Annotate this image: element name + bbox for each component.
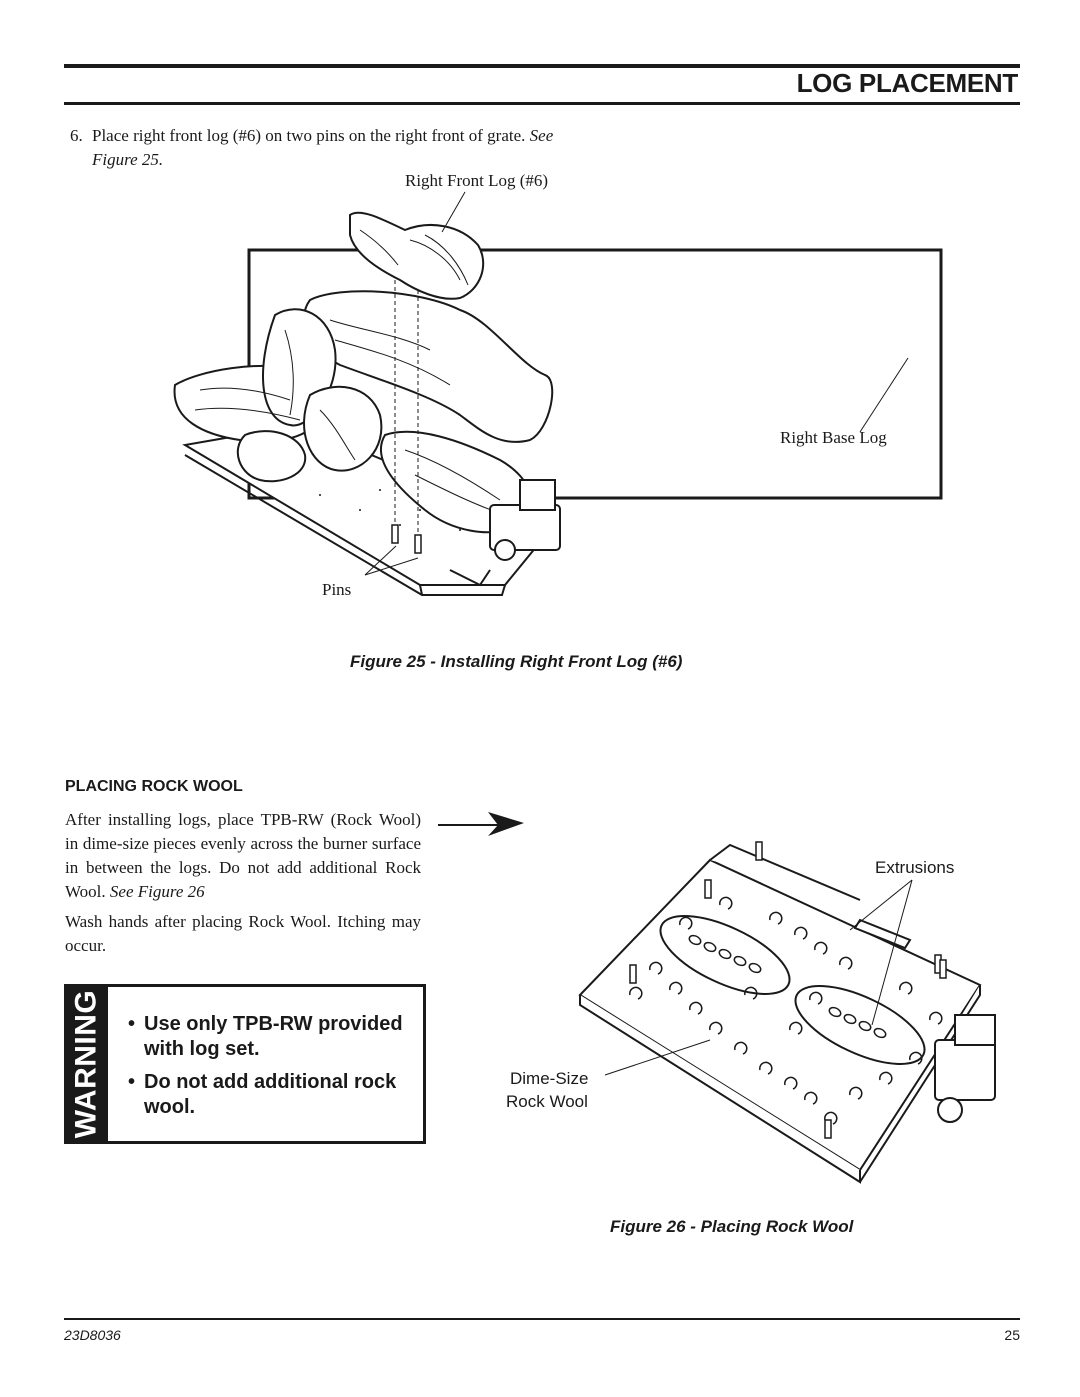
bullet-icon: • [128,1013,136,1035]
gas-valve [853,918,996,1123]
log-set [173,211,554,534]
warning-list: • Use only TPB-RW provided with log set.… [128,1012,418,1128]
right-front-log-6 [349,211,485,300]
right-base-log [303,290,554,443]
section-heading-rock-wool: PLACING ROCK WOOL [65,778,243,795]
rock-wool-paragraph-1: After installing logs, place TPB-RW (Roc… [65,808,421,904]
step-number: 6. [70,126,83,145]
page-number: 25 [1004,1327,1020,1343]
center-front-log [303,385,383,472]
callout-right-base-log: Right Base Log [780,428,887,447]
header-bottom-rule [64,102,1020,105]
burner-tray [578,843,982,1184]
gas-valve [489,479,561,561]
figure-26-caption: Figure 26 - Placing Rock Wool [610,1217,854,1236]
footer-rule [64,1318,1020,1320]
arrow-right-icon [438,812,524,836]
rock-wool-figure-ref: See Figure 26 [109,882,205,901]
pins [391,524,422,554]
leader-lines [604,879,913,1076]
step-6-instruction: 6. Place right front log (#6) on two pin… [70,124,652,172]
port-holes [688,934,887,1039]
header-top-rule [64,64,1020,68]
rock-wool-text: After installing logs, place TPB-RW (Roc… [65,810,421,901]
warning-box [64,984,426,1144]
figure-26-illustration [578,841,996,1184]
step-figure-ref: Figure 25. [92,150,164,169]
log-texture [194,229,506,516]
figure-25-illustration [173,191,943,596]
callout-right-front-log: Right Front Log (#6) [405,171,549,190]
warning-item: • Do not add additional rock wool. [128,1071,397,1118]
step-text: Place right front log (#6) on two pins o… [92,126,526,145]
warning-label: WARNING [69,989,102,1139]
callout-extrusions: Extrusions [875,858,955,877]
callout-rock-wool: Rock Wool [506,1092,588,1111]
callout-pins: Pins [322,580,352,599]
figure-25-caption: Figure 25 - Installing Right Front Log (… [350,652,683,671]
left-front-log [236,430,307,483]
document-number: 23D8036 [64,1327,121,1343]
step-see: See [529,126,554,145]
leader-lines [364,191,909,576]
burner-ports [659,915,926,1065]
rock-wool-pieces [629,896,943,1125]
page-title: LOG PLACEMENT [796,68,1019,98]
rock-wool-paragraph-2: Wash hands after placing Rock Wool. Itch… [65,912,421,955]
callout-dime-size: Dime-Size [510,1069,589,1088]
warning-bar: WARNING [64,984,108,1144]
warning-item: • Use only TPB-RW provided with log set. [128,1013,403,1060]
bullet-icon: • [128,1071,136,1093]
extrusions [629,841,947,1139]
